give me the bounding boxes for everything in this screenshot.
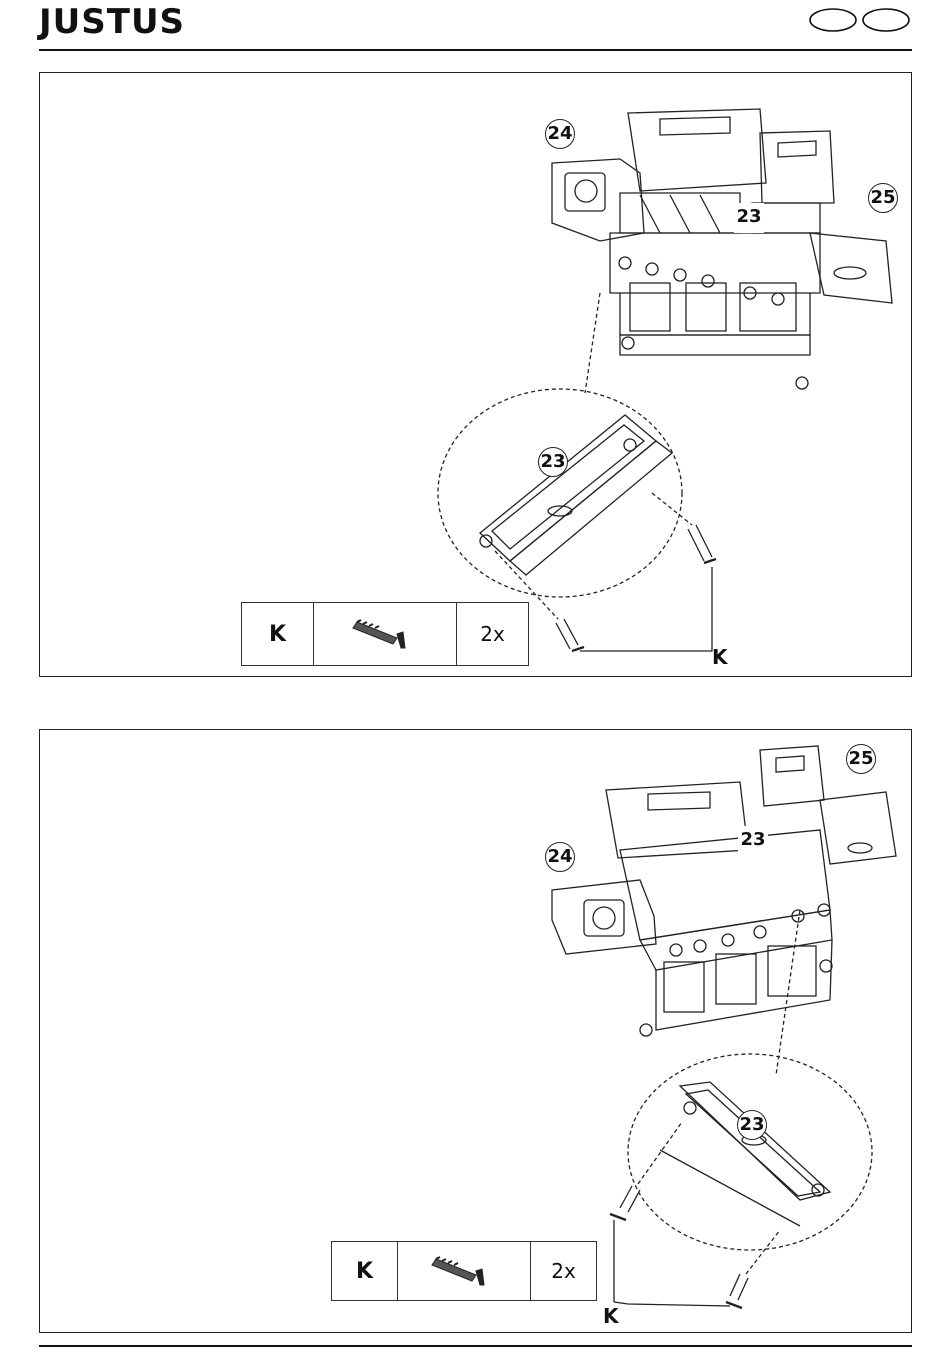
knob-icon: [646, 263, 658, 275]
screw-icon: [345, 612, 425, 652]
knob-icon: [702, 275, 714, 287]
knob-icon: [772, 293, 784, 305]
knob-icon: [754, 926, 766, 938]
callout-25: 25: [846, 744, 876, 774]
part-quantity: 2x: [457, 603, 529, 666]
side-lid: [760, 746, 824, 806]
detail-zoom-oval: [438, 389, 682, 597]
knob-icon: [674, 269, 686, 281]
screw-icon: [688, 525, 712, 561]
knob-icon: [619, 257, 631, 269]
screw-icon: [424, 1249, 504, 1289]
knob-icon: [722, 934, 734, 946]
part-letter: K: [332, 1242, 398, 1301]
parts-table-step-1: K 2x: [241, 602, 529, 666]
callout-23: 23: [734, 203, 764, 233]
callout-25: 25: [868, 183, 898, 213]
part-image-cell: [314, 603, 457, 666]
main-lid: [628, 109, 766, 191]
side-burner-icon: [575, 180, 597, 202]
footer-rule: [39, 1345, 912, 1347]
callout-24: 24: [545, 842, 575, 872]
part-letter: K: [242, 603, 314, 666]
screw-icon: [620, 1186, 640, 1212]
grill-illustration-step-1: [40, 73, 913, 678]
screw-label-k: K: [603, 1304, 619, 1328]
knob-icon: [694, 940, 706, 952]
screw-label-k: K: [712, 645, 728, 669]
callout-23-detail: 23: [737, 1110, 767, 1140]
right-side-shelf: [810, 233, 892, 303]
assembly-step-1-panel: 24 25 23 23 K K 2x: [39, 72, 912, 677]
screw-icon: [730, 1274, 748, 1300]
part-image-cell: [398, 1242, 531, 1301]
callout-24: 24: [545, 119, 575, 149]
knob-icon: [670, 944, 682, 956]
part-quantity: 2x: [531, 1242, 597, 1301]
header-rule: [39, 49, 912, 51]
assembly-step-2-panel: 25 24 23 23 K K 2x: [39, 729, 912, 1333]
callout-23: 23: [738, 826, 768, 856]
left-side-shelf: [552, 880, 656, 954]
detail-plate: [680, 1082, 830, 1200]
language-flag-ovals: [808, 7, 912, 33]
brand-logo: JUSTUS: [39, 5, 185, 39]
side-burner-icon: [593, 907, 615, 929]
control-panel: [610, 233, 820, 293]
left-side-shelf: [552, 159, 644, 241]
callout-23-detail: 23: [538, 447, 568, 477]
screw-icon: [556, 619, 578, 649]
parts-table-step-2: K 2x: [331, 1241, 597, 1301]
